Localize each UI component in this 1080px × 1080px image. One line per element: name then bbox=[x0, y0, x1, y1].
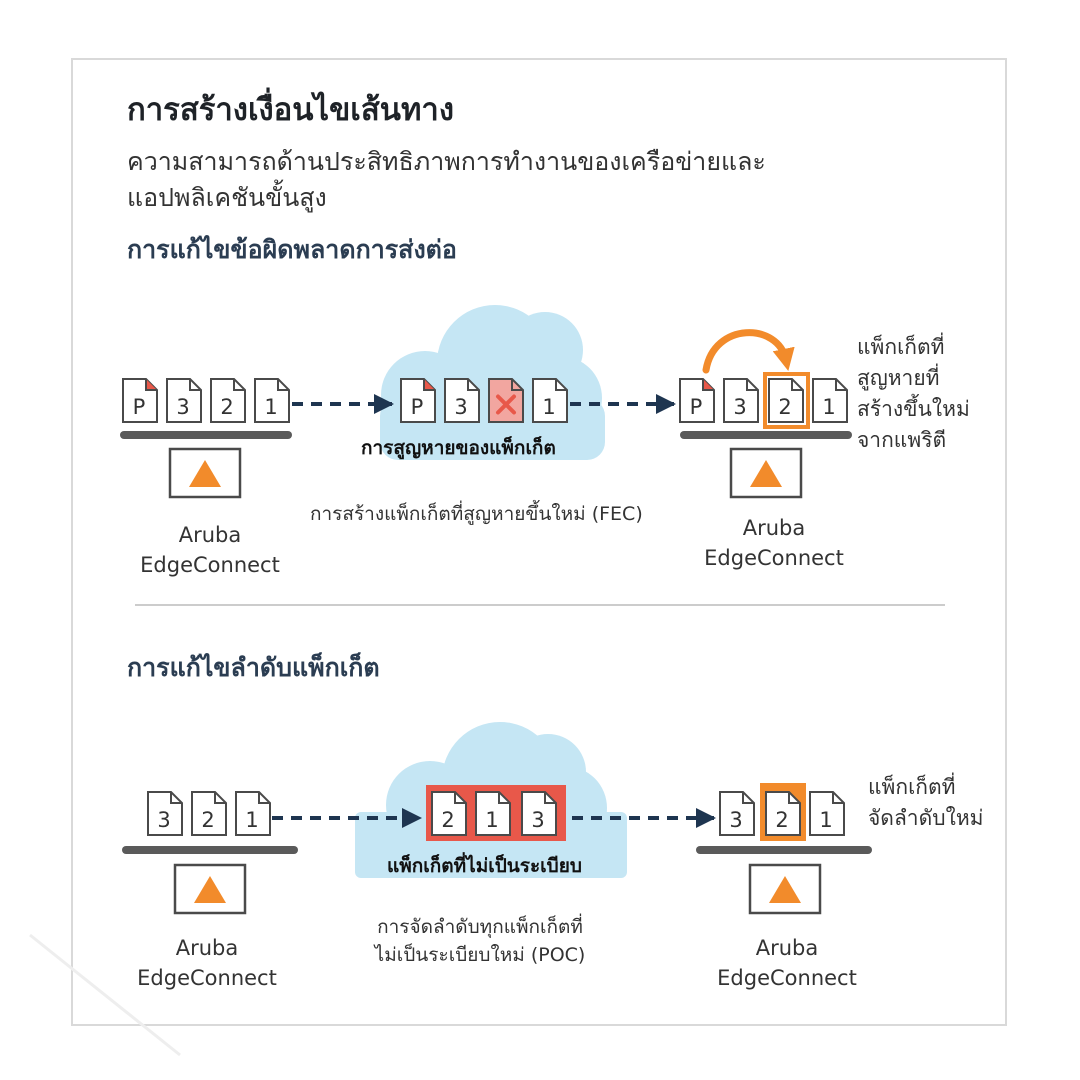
packet-icon: 3 bbox=[166, 378, 202, 423]
caption-line: ไม่เป็นระเบียบใหม่ (POC) bbox=[374, 944, 586, 966]
triangle-warning-icon bbox=[189, 460, 221, 487]
packet-icon: 3 bbox=[723, 378, 759, 423]
fec-left-device-label: Aruba EdgeConnect bbox=[140, 520, 280, 580]
decorative-line bbox=[29, 933, 181, 1057]
poc-left-device bbox=[173, 863, 247, 915]
triangle-warning-icon bbox=[769, 876, 801, 903]
device-label-line1: Aruba bbox=[175, 936, 239, 960]
device-label-line2: EdgeConnect bbox=[717, 966, 857, 990]
poc-right-shelf bbox=[696, 846, 872, 854]
packet-icon: 3 bbox=[147, 791, 183, 836]
packet-label: P bbox=[133, 395, 146, 419]
packet-icon: 1 bbox=[532, 378, 568, 423]
packet-label: 1 bbox=[245, 808, 258, 832]
packet-icon: 1 bbox=[809, 791, 845, 836]
packet-icon: P bbox=[400, 378, 436, 423]
lost-packet-icon bbox=[488, 378, 524, 423]
side-note-line: แพ็กเก็ตที่ bbox=[868, 775, 956, 799]
fec-side-note: แพ็กเก็ตที่ สูญหายที่ สร้างขึ้นใหม่ จากแ… bbox=[857, 332, 970, 456]
packet-icon: 1 bbox=[812, 378, 848, 423]
packet-label: 3 bbox=[733, 395, 746, 419]
poc-right-device-label: Aruba EdgeConnect bbox=[717, 933, 857, 993]
packet-label: 2 bbox=[441, 808, 454, 832]
fec-left-shelf bbox=[120, 431, 292, 439]
device-label-line1: Aruba bbox=[742, 516, 806, 540]
packet-label: P bbox=[411, 395, 424, 419]
fec-right-device-label: Aruba EdgeConnect bbox=[704, 513, 844, 573]
fec-section-title: การแก้ไขข้อผิดพลาดการส่งต่อ bbox=[127, 235, 457, 264]
poc-right-device bbox=[748, 863, 822, 915]
side-note-line: จากแพริตี bbox=[857, 428, 947, 452]
packet-icon: 3 bbox=[719, 791, 755, 836]
side-note-line: แพ็กเก็ตที่ bbox=[857, 335, 945, 359]
device-label-line1: Aruba bbox=[755, 936, 819, 960]
page-subtitle: ความสามารถด้านประสิทธิภาพการทำงานของเครื… bbox=[127, 147, 766, 212]
parity-marker-icon bbox=[704, 380, 713, 389]
packet-label: 2 bbox=[220, 395, 233, 419]
x-mark-icon bbox=[496, 394, 516, 415]
packet-icon: 2 bbox=[210, 378, 246, 423]
packet-label: 2 bbox=[201, 808, 214, 832]
device-label-line1: Aruba bbox=[178, 523, 242, 547]
packet-icon: 1 bbox=[254, 378, 290, 423]
fec-caption: การสร้างแพ็กเก็ตที่สูญหายขึ้นใหม่ (FEC) bbox=[310, 503, 643, 525]
side-note-line: จัดลำดับใหม่ bbox=[868, 806, 984, 830]
packet-icon: 1 bbox=[475, 791, 511, 836]
packet-label: 3 bbox=[729, 808, 742, 832]
packet-label: 1 bbox=[819, 808, 832, 832]
packet-label: 2 bbox=[775, 808, 788, 832]
packet-icon: 2 bbox=[768, 378, 804, 423]
poc-left-shelf bbox=[122, 846, 298, 854]
poc-left-device-label: Aruba EdgeConnect bbox=[137, 933, 277, 993]
packet-icon: 3 bbox=[521, 791, 557, 836]
packets-layer: P 3 2 1 P 3 1 P 3 2 1 3 2 1 2 1 3 3 2 1 bbox=[122, 378, 848, 836]
packet-label: 3 bbox=[157, 808, 170, 832]
packet-icon: P bbox=[679, 378, 715, 423]
packet-label: 3 bbox=[531, 808, 544, 832]
packet-icon: 2 bbox=[431, 791, 467, 836]
device-label-line2: EdgeConnect bbox=[140, 553, 280, 577]
packet-label: 2 bbox=[778, 395, 791, 419]
fec-right-shelf bbox=[680, 431, 852, 439]
parity-marker-icon bbox=[147, 380, 156, 389]
packet-icon: P bbox=[122, 378, 158, 423]
caption-line: การจัดลำดับทุกแพ็กเก็ตที่ bbox=[377, 916, 583, 938]
parity-rebuild-arrow bbox=[702, 329, 795, 374]
packet-icon: 1 bbox=[235, 791, 271, 836]
packet-label: 3 bbox=[176, 395, 189, 419]
fec-right-device bbox=[729, 447, 803, 499]
side-note-line: สูญหายที่ bbox=[857, 366, 940, 390]
packet-label: 1 bbox=[264, 395, 277, 419]
parity-marker-icon bbox=[425, 380, 434, 389]
fec-left-device bbox=[168, 447, 242, 499]
packet-label: 1 bbox=[542, 395, 555, 419]
poc-side-note: แพ็กเก็ตที่ จัดลำดับใหม่ bbox=[868, 772, 984, 834]
poc-caption: การจัดลำดับทุกแพ็กเก็ตที่ ไม่เป็นระเบียบ… bbox=[330, 913, 630, 969]
page-title: การสร้างเงื่อนไขเส้นทาง bbox=[127, 92, 454, 128]
packet-icon: 2 bbox=[191, 791, 227, 836]
packet-label: 3 bbox=[454, 395, 467, 419]
poc-section-title: การแก้ไขลำดับแพ็กเก็ต bbox=[127, 653, 380, 682]
fec-cloud-label: การสูญหายของแพ็กเก็ต bbox=[361, 437, 556, 459]
side-note-line: สร้างขึ้นใหม่ bbox=[857, 397, 970, 421]
packet-label: 1 bbox=[822, 395, 835, 419]
packet-label: P bbox=[690, 395, 703, 419]
device-label-line2: EdgeConnect bbox=[704, 546, 844, 570]
device-label-line2: EdgeConnect bbox=[137, 966, 277, 990]
packet-icon: 2 bbox=[765, 791, 801, 836]
packet-icon: 3 bbox=[444, 378, 480, 423]
triangle-warning-icon bbox=[750, 460, 782, 487]
fec-regenerated-highlight bbox=[763, 372, 810, 429]
triangle-warning-icon bbox=[194, 876, 226, 903]
packet-label: 1 bbox=[485, 808, 498, 832]
poc-cloud-label: แพ็กเก็ตที่ไม่เป็นระเบียบ bbox=[387, 855, 582, 877]
